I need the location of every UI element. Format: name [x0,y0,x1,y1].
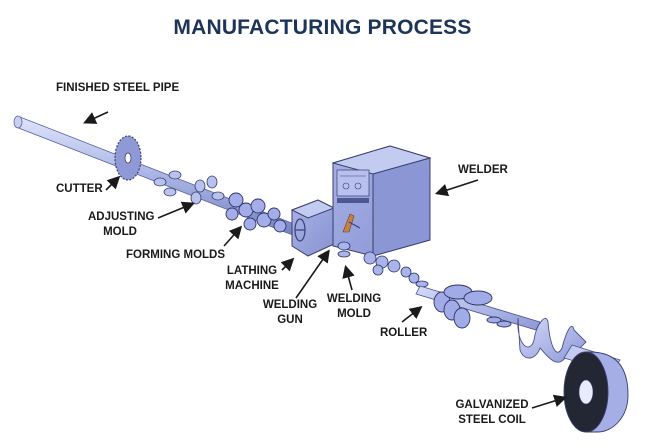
label-roller: ROLLER [380,327,428,339]
lathing-machine [290,199,336,257]
label-lathing-machine: LATHING MACHINE [224,264,280,294]
label-galvanized-line1: GALVANIZED [455,399,529,411]
forming-molds-rollers [225,192,287,233]
arrow-welding-gun [295,249,330,299]
welder-cabinet [331,145,432,257]
arrow-galvanized-coil [531,394,568,409]
label-welding-mold-line1: WELDING [326,293,382,305]
label-galvanized-steel-coil: GALVANIZED STEEL COIL [454,398,530,428]
galvanized-steel-coil [563,351,629,433]
arrow-welder [434,179,479,197]
label-adjusting-mold-line2: MOLD [103,226,137,238]
arrow-forming-molds [223,225,243,247]
arrow-adjusting-mold [157,201,195,219]
adjusting-mold-rollers [153,170,225,205]
label-welder: WELDER [458,164,508,176]
label-welding-mold: WELDING MOLD [326,292,382,322]
label-welding-gun-line2: GUN [277,314,303,326]
welding-mold-rollers [337,241,429,288]
label-finished-steel-pipe: FINISHED STEEL PIPE [56,82,180,94]
label-adjusting-mold: ADJUSTING MOLD [88,210,155,240]
label-lathing-machine-line2: MACHINE [225,280,279,292]
page-title: MANUFACTURING PROCESS [173,16,472,39]
label-galvanized-line2: STEEL COIL [458,414,526,426]
arrow-roller [401,306,423,323]
label-forming-molds: FORMING MOLDS [126,249,226,261]
cutter-blade [114,135,142,181]
arrow-finished-pipe [83,111,109,124]
rollers [433,284,512,329]
label-welding-gun-line1: WELDING [262,299,318,311]
arrow-lathing-machine [280,257,295,272]
arrow-cutter [105,175,121,191]
label-welding-gun: WELDING GUN [262,298,318,328]
arrow-welding-mold [342,264,355,291]
label-adjusting-mold-line1: ADJUSTING [88,211,155,223]
label-welding-mold-line2: MOLD [337,308,371,320]
label-lathing-machine-line1: LATHING [226,265,278,277]
label-cutter: CUTTER [56,183,103,195]
callout-arrows [83,111,568,409]
